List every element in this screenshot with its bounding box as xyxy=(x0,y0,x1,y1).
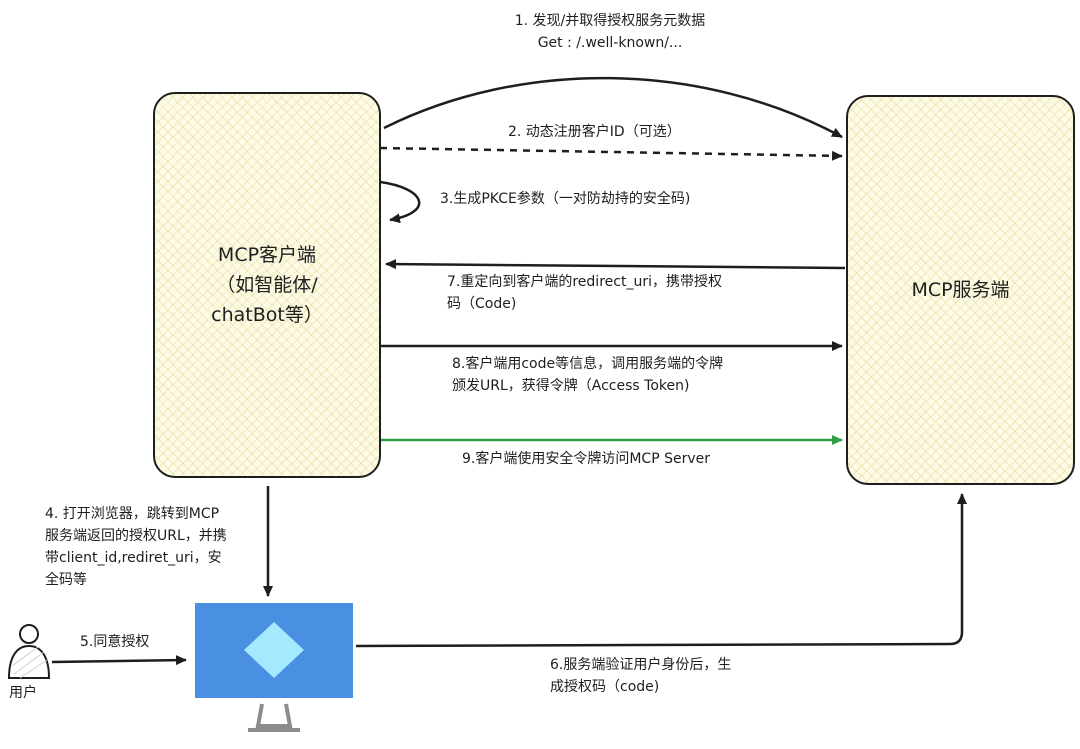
step-1-label-line2: Get : /.well-known/... xyxy=(537,35,683,51)
step-4-label-line2: 服务端返回的授权URL，并携 xyxy=(45,528,227,544)
arrow-step-5 xyxy=(51,655,187,666)
step-5-label: 5.同意授权 xyxy=(80,634,150,650)
arrow-step-3 xyxy=(379,180,421,224)
step-4-label-line4: 全码等 xyxy=(45,572,87,588)
step-6-label-line1: 6.服务端验证用户身份后，生 xyxy=(550,657,732,673)
arrow-step-6 xyxy=(355,493,967,648)
step-4-label-line3: 带client_id,rediret_uri，安 xyxy=(45,550,222,566)
monitor-icon xyxy=(195,603,353,732)
mcp-server-title: MCP服务端 xyxy=(911,279,1010,301)
mcp-server-node: MCP服务端 xyxy=(846,95,1075,485)
mcp-client-node: MCP客户端 （如智能体/ chatBot等） xyxy=(153,92,381,478)
step-8-label-line2: 颁发URL，获得令牌（Access Token) xyxy=(452,378,690,394)
person-outline-icon xyxy=(7,624,51,679)
step-1-label-line1: 1. 发现/并取得授权服务元数据 xyxy=(514,13,706,29)
step-3-label: 3.生成PKCE参数（一对防劫持的安全码) xyxy=(440,191,691,207)
arrow-step-7 xyxy=(385,259,846,270)
step-7-label-line2: 码（Code) xyxy=(447,296,517,312)
step-4-label-line1: 4. 打开浏览器，跳转到MCP xyxy=(45,506,220,522)
step-7-label-line1: 7.重定向到客户端的redirect_uri，携带授权 xyxy=(447,274,722,290)
mcp-client-title: MCP客户端 （如智能体/ chatBot等） xyxy=(211,244,323,326)
step-9-label: 9.客户端使用安全令牌访问MCP Server xyxy=(462,451,711,467)
step-2-label: 2. 动态注册客户ID（可选） xyxy=(508,124,681,140)
step-8-label-line1: 8.客户端用code等信息，调用服务端的令牌 xyxy=(452,356,724,372)
arrow-step-2 xyxy=(379,146,843,161)
arrow-step-1 xyxy=(383,76,843,139)
step-6-label-line2: 成授权码（code) xyxy=(550,679,660,695)
user-label: 用户 xyxy=(9,685,37,701)
